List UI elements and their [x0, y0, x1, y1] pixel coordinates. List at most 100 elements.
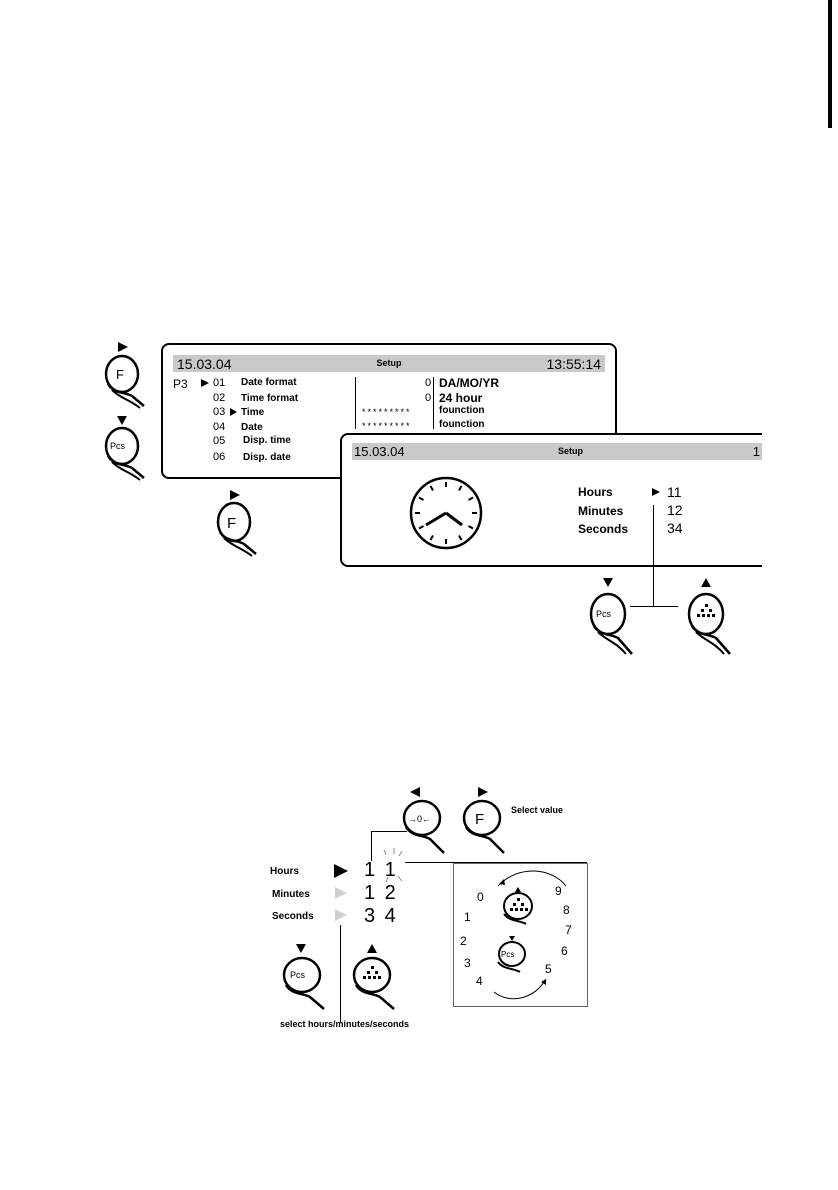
row-number: 01 [213, 377, 226, 389]
hours-value[interactable]: 1 1 [364, 859, 398, 881]
digit-0: 0 [477, 890, 484, 904]
select-value-label: Select value [511, 805, 564, 815]
tare-key-hand-icon [503, 887, 533, 925]
connector-line [371, 831, 407, 832]
digit-9: 9 [555, 884, 562, 898]
row-value: ********* [362, 407, 412, 417]
hours-value[interactable]: 11 [667, 484, 682, 500]
f-key-hand-icon[interactable]: F [212, 498, 272, 560]
f-key-label: F [475, 811, 484, 828]
digit-3: 3 [464, 956, 471, 970]
tare-key-hand-icon[interactable] [684, 590, 746, 658]
zero-key-label: →0← [408, 814, 431, 824]
digit-2: 2 [460, 934, 467, 948]
minutes-label: Minutes [272, 889, 310, 900]
header-date: 15.03.04 [354, 444, 405, 459]
active-arrow-icon [334, 864, 348, 878]
digit-1: 1 [464, 910, 471, 924]
pcs-key-label: Pcs [501, 950, 514, 959]
right-arrow-icon [230, 490, 240, 500]
header-time: 1 [752, 444, 760, 459]
row-label[interactable]: Date format [241, 377, 297, 388]
tare-key-hand-icon[interactable] [348, 955, 408, 1013]
minutes-label: Minutes [578, 504, 624, 518]
column-divider [433, 377, 434, 429]
f-key-hand-icon[interactable]: F [100, 350, 160, 410]
row-value: 0 [425, 392, 432, 404]
connector-line [653, 505, 654, 607]
row-number: 06 [213, 451, 226, 463]
digit-4: 4 [476, 974, 483, 988]
blink-indicator-icon [383, 848, 403, 883]
hours-label: Hours [578, 485, 613, 499]
zero-key-hand-icon[interactable]: →0← [398, 797, 458, 855]
row-number: 03 [213, 406, 226, 418]
f-key-label: F [116, 367, 124, 382]
cursor-arrow-icon [652, 488, 660, 496]
left-arrow-icon [410, 787, 420, 797]
seconds-label: Seconds [578, 522, 629, 536]
digit-8: 8 [563, 903, 570, 917]
pcs-key-label: Pcs [110, 441, 126, 451]
row-label[interactable]: Time format [241, 393, 299, 404]
digit-5: 5 [545, 962, 552, 976]
minutes-value[interactable]: 1 2 [364, 882, 398, 904]
digit-6: 6 [561, 944, 568, 958]
screen-header: 15.03.04 Setup 13:55:14 [173, 355, 605, 372]
row-label[interactable]: Disp. date [243, 452, 291, 463]
page-edge-bar [828, 0, 832, 128]
f-key-label: F [227, 515, 236, 532]
screen-header: 15.03.04 Setup 1 [352, 443, 762, 460]
pcs-key-hand-icon[interactable]: Pcs [586, 590, 648, 658]
row-cursor-arrow-icon [230, 408, 237, 416]
digit-wheel-box: Pcs 0 1 2 3 4 5 6 7 8 9 [453, 863, 588, 1007]
clock-icon [409, 476, 483, 550]
row-setting: founction [439, 405, 485, 416]
up-arrow-icon [701, 578, 711, 587]
cursor-arrow-icon [201, 379, 209, 387]
seconds-label: Seconds [272, 911, 314, 922]
connector-line [371, 831, 372, 861]
pcs-key-label: Pcs [290, 970, 306, 980]
row-value: 0 [425, 377, 432, 389]
header-date: 15.03.04 [177, 356, 232, 372]
down-arrow-icon [296, 944, 306, 953]
row-number: 05 [213, 435, 226, 447]
setup-screen-time: 15.03.04 Setup 1 Hours Minutes Seconds 1… [340, 433, 762, 567]
right-arrow-icon [478, 787, 488, 797]
row-value: ********* [362, 421, 412, 431]
minutes-value[interactable]: 12 [667, 502, 683, 518]
down-arrow-icon [603, 578, 613, 587]
row-label[interactable]: Time [241, 407, 265, 418]
f-key-hand-icon[interactable]: F [458, 797, 518, 855]
down-arrow-icon [117, 416, 127, 425]
row-label[interactable]: Disp. time [243, 435, 291, 446]
row-setting: founction [439, 419, 485, 430]
seconds-value[interactable]: 3 4 [364, 905, 398, 927]
digit-7: 7 [565, 923, 572, 937]
digit-wheel-arrows: Pcs [493, 870, 567, 1000]
select-hms-caption: select hours/minutes/seconds [280, 1019, 410, 1029]
seconds-value[interactable]: 34 [667, 520, 683, 536]
row-setting: 24 hour [439, 391, 483, 405]
up-arrow-icon [367, 944, 377, 953]
header-title: Setup [376, 358, 402, 368]
connector-line [630, 606, 678, 607]
header-title: Setup [558, 446, 584, 456]
pcs-key-hand-icon[interactable]: Pcs [278, 955, 338, 1013]
hours-label: Hours [270, 866, 299, 877]
row-setting: DA/MO/YR [439, 376, 499, 390]
connector-line [405, 862, 587, 863]
row-label[interactable]: Date [241, 422, 263, 433]
column-divider [355, 377, 356, 429]
pcs-key-label: Pcs [596, 609, 612, 619]
connector-line [340, 925, 341, 1023]
row-number: 04 [213, 421, 226, 433]
header-time: 13:55:14 [546, 356, 602, 372]
pcs-key-hand-icon[interactable]: Pcs [100, 424, 160, 484]
inactive-arrow-icon [335, 909, 347, 921]
right-arrow-icon [118, 342, 128, 352]
inactive-arrow-icon [335, 887, 347, 899]
row-number: 02 [213, 392, 226, 404]
pcs-key-hand-icon: Pcs [497, 936, 526, 973]
